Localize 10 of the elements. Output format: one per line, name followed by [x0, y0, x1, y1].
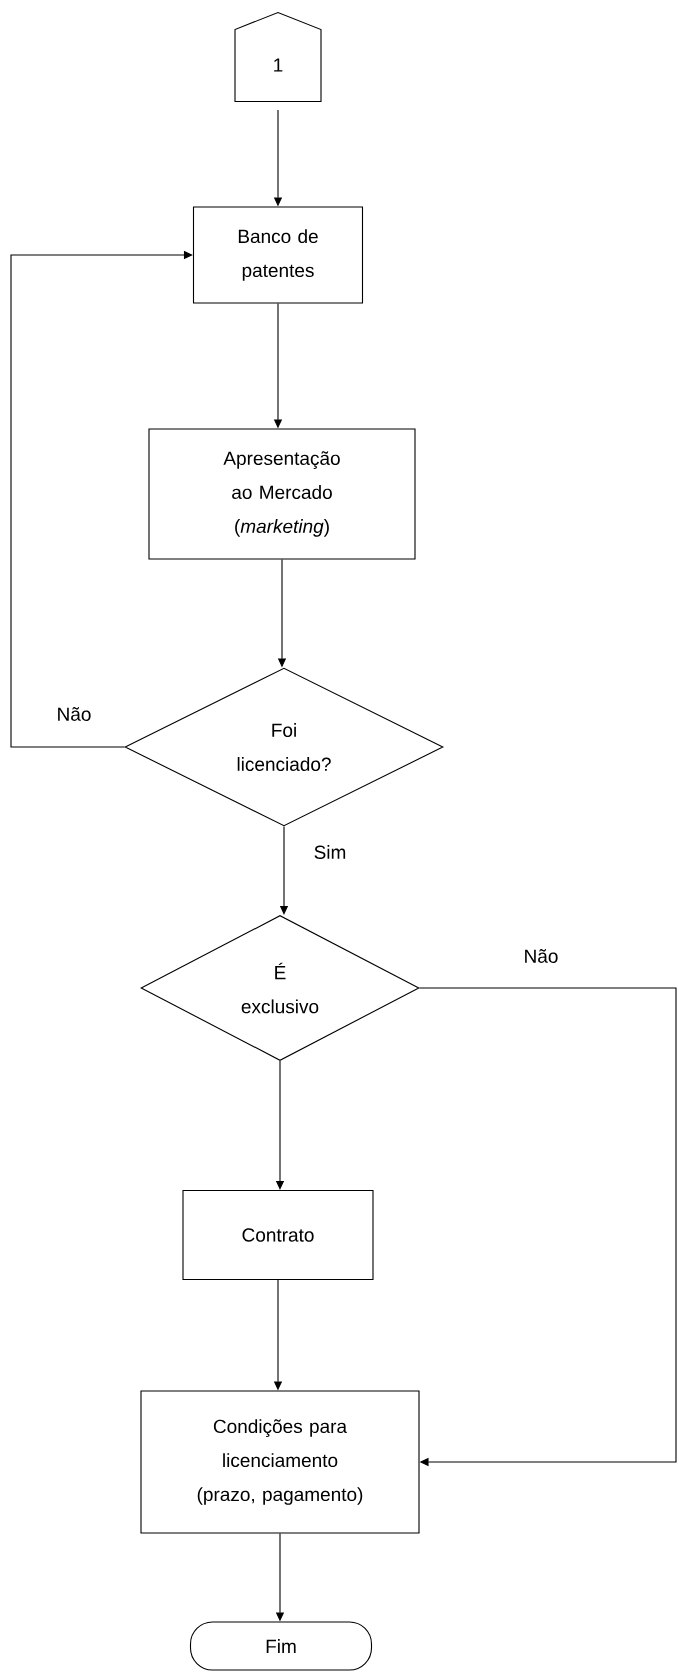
off-page-connector: 1 — [234, 11, 322, 103]
process-box: Contrato — [182, 1189, 374, 1281]
edge-label: Não — [522, 948, 560, 964]
process-box: Apresentação ao Mercado (marketing) — [148, 428, 416, 560]
process-box: Banco de patentes — [192, 206, 364, 304]
arrow — [419, 987, 677, 1467]
process-box: Condições para licenciamento (prazo, pagamento) — [140, 1390, 420, 1534]
arrow — [10, 250, 193, 748]
edge-label: Sim — [312, 844, 348, 860]
edge-label: Não — [55, 706, 93, 722]
